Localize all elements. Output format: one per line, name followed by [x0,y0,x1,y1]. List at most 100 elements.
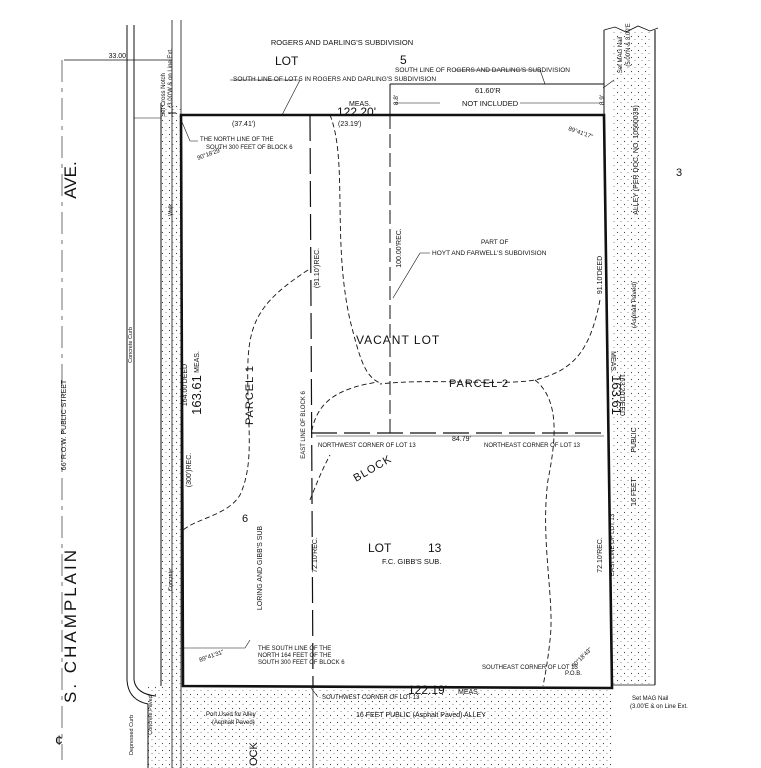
south-line-2: NORTH 164 FEET OF THE [258,653,331,659]
east-line-block6 [309,114,314,689]
parcel-curves [181,114,601,698]
set-mag-nail-top-2: (5.00'N & 3.00'E [626,23,632,66]
meas-right: MEAS. [609,351,616,373]
east-line-lot13-label: EAST LINE OF LOT 13 [610,513,616,576]
east-alley-16ft: 16 FEET [631,477,638,505]
parcel-1-2-divide [311,114,380,431]
dimension-labels: (91.10')REC. 100.00'REC. 84.79' 72.10'RE… [182,228,625,697]
street-area [61,20,183,768]
alley-labels: ALLEY (PER DOC. NO. 10560039) (Asphalt P… [206,105,688,726]
leader-part-of [392,252,430,299]
boundary-polygon [179,113,614,690]
set-cross-notch: Set Cross Notch [161,73,167,117]
dist-23-19: (23.19') [338,121,362,128]
d163-61-left: 163.61 [189,375,204,415]
dist-8-9: 8.9' [599,95,606,105]
stray-mark: 3 [676,167,682,179]
cross-notch-symbol [168,109,176,117]
se-corner-lot13: SOUTHEAST CORNER OF LOT 13 [482,665,578,671]
walk-label: Walk [168,204,174,216]
lot13-south-leader [182,639,251,649]
sw-corner-leader [310,687,319,698]
part-of-2: HOYT AND FARWELL'S SUBDIVISION [432,250,547,257]
lot5-word: LOT [275,54,299,68]
dist-122-20: 122.20' [337,105,376,119]
pob: P.O.B. [565,671,582,677]
south-alley-stipple [183,688,613,768]
port-used-1: Port Used for Alley [206,712,256,718]
south-line-sub: SOUTH LINE OF ROGERS AND DARLING'S SUBDI… [395,67,570,74]
concrete-label: Concrete [168,569,174,591]
parcel-1: PARCEL 1 [244,365,256,425]
lot5-num: 5 [400,53,407,67]
leader-north-line [181,121,198,142]
lot13-num: 13 [428,541,442,555]
east-alley-stipple [612,30,650,685]
south-line-1: THE SOUTH LINE OF THE [258,646,331,652]
lot13-sw-curve [309,454,331,501]
leader-south-line-sub-2 [539,69,546,85]
sw-corner-lot13: SOUTHWEST CORNER OF LOT 13 [322,695,420,701]
drive-apron-stipple [148,686,183,768]
set-mag-nail-bottom-2: (3.00'E & on Line Ext. [630,704,688,710]
parcel-2-east-curve [379,299,601,385]
d72-10-left: 72.10'REC. [312,537,319,573]
angle-sw: 89°41'31" [199,649,225,663]
block-bottom: OCK [248,742,260,767]
east-alley [603,25,659,685]
curb-return-inner [133,679,157,697]
part-of-1: PART OF [481,239,508,246]
block-label: BLOCK [352,453,395,485]
dist-61-60: 61.60'R [475,86,501,95]
concrete-curb-label: Concrete Curb [128,327,134,363]
dist-37-41: (37.41') [232,121,256,128]
east-alley-top-edge [603,25,659,33]
d91-10-rec: (91.10')REC. [314,248,321,288]
parcel-2: PARCEL 2 [449,378,509,390]
fc-gibbs: F.C. GIBB'S SUB. [382,557,441,566]
street-name: S. CHAMPLAIN [61,547,80,703]
ne-corner-lot13: NORTHEAST CORNER OF LOT 13 [484,443,581,449]
concrete-paved-label: Concrete Paved [148,695,154,734]
d122-19: 122.19' [408,683,447,697]
line-labels: THE NORTH LINE OF THE SOUTH 300 FEET OF … [197,126,616,669]
east-alley-asphalt: (Asphalt Paved) [631,282,638,328]
south-alley-label: 16 FEET PUBLIC (Asphalt Paved) ALLEY [356,712,486,719]
east-line-block6-label: EAST LINE OF BLOCK 6 [301,391,307,459]
depressed-curb-label: Depressed Curb [129,715,135,755]
north-line-2: SOUTH 300 FEET OF BLOCK 6 [206,145,293,151]
curb-return [126,679,149,768]
street-name-ave: AVE. [61,161,80,198]
d300-rec: (300')REC. [186,453,193,487]
not-included: NOT INCLUDED [462,99,519,108]
south-line-lot5: SOUTH LINE OF LOT 5 IN ROGERS AND DARLIN… [233,76,436,83]
meas-left: MEAS. [194,351,201,373]
south-alley [183,684,655,768]
dist-8-8: 8.8' [393,95,400,105]
d72-10-right: 72.10'REC. [597,537,604,573]
leader-south-line-lot5-2 [281,79,301,116]
street-row-label: 66' R.O.W. PUBLIC STREET [61,379,68,470]
north-labels: ROGERS AND DARLING'S SUBDIVISION LOT 5 S… [161,23,632,128]
leader-mag-nail-top [602,79,615,89]
d91-10-deed: 91.10'DEED [597,256,604,294]
meas-top: MEAS. [349,101,371,108]
east-alley-public: PUBLIC [631,427,638,452]
centerline-symbol: ¢ [55,732,63,748]
port-used-2: (Asphalt Paved) [212,720,255,726]
vacant-lot: VACANT LOT [356,333,440,347]
meas-bottom: MEAS. [458,689,480,696]
lot13-word: LOT [368,541,392,555]
dim-33: 33.00' [109,53,128,60]
nw-corner-lot13: NORTHWEST CORNER OF LOT 13 [318,443,416,449]
set-cross-notch-2: (3.00'W & on Line Ext. [168,48,174,108]
north-strip [168,69,615,117]
d84-79: 84.79' [452,436,471,443]
d100-rec: 100.00'REC. [396,228,403,268]
street-labels: AVE. S. CHAMPLAIN ¢ 66' R.O.W. PUBLIC ST… [55,53,174,755]
rd-subdivision: ROGERS AND DARLING'S SUBDIVISION [271,38,413,47]
angle-ne: 89°41'17" [567,126,593,140]
east-alley-label: ALLEY (PER DOC. NO. 10560039) [633,105,640,215]
north-line-1: THE NORTH LINE OF THE [200,137,273,143]
